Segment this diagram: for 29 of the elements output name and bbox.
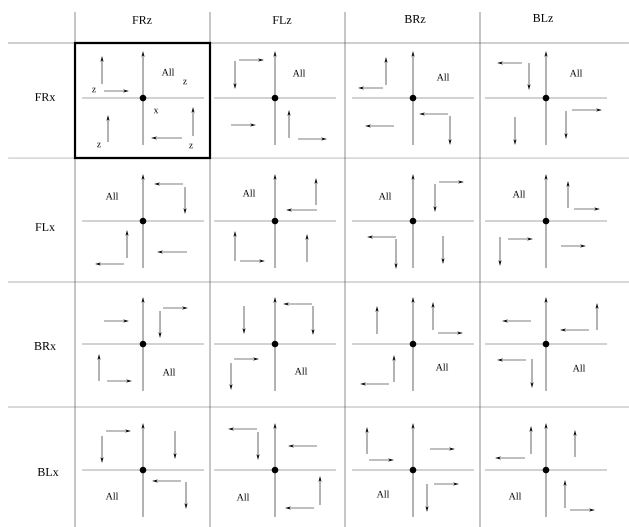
quadrant-label: All	[162, 368, 176, 376]
axis-label: x	[154, 108, 158, 114]
column-header: FRz	[132, 16, 152, 24]
column-header: BRz	[404, 15, 426, 23]
quadrant-label: All	[376, 490, 390, 498]
axis-label: z	[92, 88, 96, 92]
quadrant-label: All	[572, 364, 586, 372]
quadrant-label: All	[106, 192, 118, 200]
quadrant-label: All	[508, 492, 522, 500]
quadrant-label: All	[436, 74, 450, 80]
quadrant-label: All	[236, 494, 250, 500]
column-header: BLz	[533, 14, 553, 22]
quadrant-label: All	[570, 70, 582, 76]
quadrant-label: All	[162, 68, 174, 76]
row-header: BLx	[38, 468, 59, 476]
axis-label: z	[183, 80, 187, 84]
row-header: FRx	[35, 93, 56, 101]
quadrant-label: All	[292, 70, 306, 76]
quadrant-label: All	[436, 364, 448, 370]
axis-label: z	[97, 142, 101, 148]
quadrant-label: All	[106, 492, 118, 500]
quadrant-label: All	[378, 192, 392, 200]
column-header: FLz	[272, 16, 292, 24]
quadrant-label: All	[512, 190, 526, 198]
quadrant-label: All	[242, 190, 256, 196]
axis-label: z	[189, 144, 193, 148]
row-header: BRx	[34, 342, 56, 350]
row-header: FLx	[35, 223, 55, 231]
quadrant-label: All	[294, 368, 308, 374]
